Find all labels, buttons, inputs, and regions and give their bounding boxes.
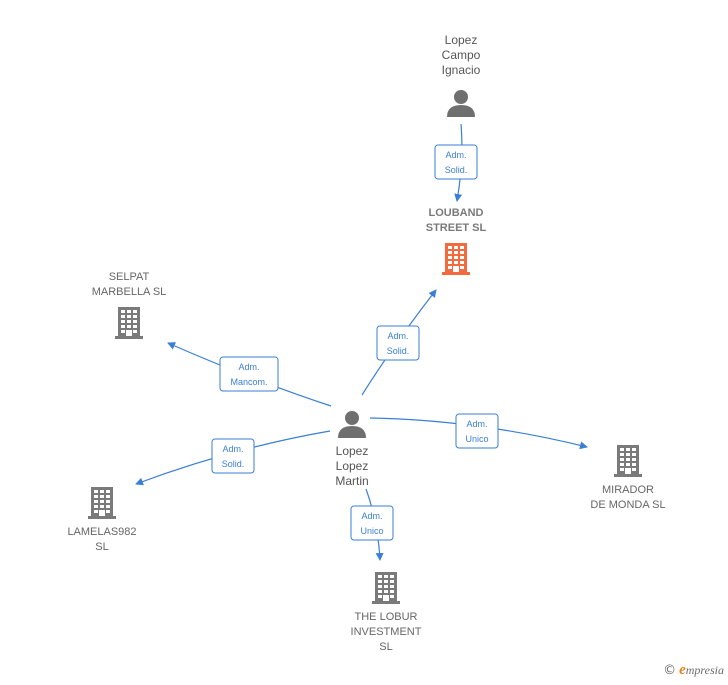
edge-label-line: Unico: [465, 434, 488, 444]
node-label-line: Lopez: [445, 33, 478, 47]
building-icon: [442, 243, 470, 275]
edge-label-line: Unico: [360, 526, 383, 536]
building-icon: [614, 445, 642, 477]
node-label-line: DE MONDA SL: [590, 499, 665, 511]
person-icon: [338, 411, 366, 438]
brand-initial: e: [679, 662, 686, 678]
edge-label[interactable]: Adm. Unico: [455, 413, 499, 449]
edge-lopez-campo-to-louband: Adm. Solid.: [434, 123, 478, 202]
edge-label[interactable]: Adm. Mancom.: [219, 356, 279, 392]
node-label-line: SL: [379, 641, 392, 653]
node-label-line: SELPAT: [109, 271, 150, 283]
edge-lopez-lopez-to-mirador: Adm. Unico: [369, 413, 588, 450]
edge-label[interactable]: Adm. Solid.: [434, 144, 478, 180]
edge-label-box: [350, 505, 394, 541]
edge-label-box: [455, 413, 499, 449]
edge-lopez-lopez-to-selpat: Adm. Mancom.: [167, 342, 332, 407]
edge-label-line: Adm.: [445, 150, 466, 160]
node-selpat[interactable]: SELPAT MARBELLA SL: [92, 271, 167, 339]
edge-lopez-lopez-to-louband: Adm. Solid.: [361, 289, 437, 396]
edge-label-box: [211, 438, 255, 474]
edge-lopez-lopez-to-lamelas: Adm. Solid.: [135, 430, 331, 486]
node-label-line: Lopez: [336, 459, 369, 473]
edge-label-box: [434, 144, 478, 180]
node-label-line: Lopez: [336, 444, 369, 458]
edge-label-line: Adm.: [222, 444, 243, 454]
edge-label-line: Adm.: [387, 331, 408, 341]
node-label-line: STREET SL: [426, 222, 487, 234]
edge-label-line: Adm.: [361, 511, 382, 521]
edges-layer: Adm. Solid. Adm. Solid. Adm. Mancom. Adm. Unico…: [135, 123, 588, 561]
node-label-line: MARBELLA SL: [92, 286, 167, 298]
edge-lopez-lopez-to-lobur: Adm. Unico: [350, 488, 394, 561]
person-icon: [447, 90, 475, 117]
edge-label-box: [219, 356, 279, 392]
edge-label-line: Solid.: [445, 165, 468, 175]
building-icon: [88, 487, 116, 519]
brand-name: mpresia: [685, 663, 724, 677]
building-icon: [115, 307, 143, 339]
node-label-line: INVESTMENT: [351, 626, 422, 638]
node-label-line: Campo: [442, 48, 481, 62]
node-label-line: MIRADOR: [602, 484, 654, 496]
edge-label-line: Adm.: [466, 419, 487, 429]
node-lobur[interactable]: THE LOBUR INVESTMENT SL: [351, 572, 422, 653]
node-label-line: LOUBAND: [429, 207, 484, 219]
node-label-line: Ignacio: [442, 63, 481, 77]
node-label-line: Martin: [335, 474, 368, 488]
node-louband[interactable]: LOUBAND STREET SL: [426, 207, 487, 275]
building-icon: [372, 572, 400, 604]
edge-label[interactable]: Adm. Solid.: [376, 325, 420, 361]
empresia-brand: © empresia: [663, 662, 724, 679]
node-label-line: THE LOBUR: [355, 611, 418, 623]
copyright-icon: ©: [663, 663, 677, 678]
node-label-line: LAMELAS982: [67, 526, 136, 538]
edge-label-line: Mancom.: [230, 377, 267, 387]
edge-label-line: Solid.: [222, 459, 245, 469]
edge-label-line: Solid.: [387, 346, 410, 356]
edge-label[interactable]: Adm. Unico: [350, 505, 394, 541]
node-label-line: SL: [95, 541, 108, 553]
edge-label-line: Adm.: [238, 362, 259, 372]
edge-label[interactable]: Adm. Solid.: [211, 438, 255, 474]
node-mirador[interactable]: MIRADOR DE MONDA SL: [590, 445, 666, 511]
edge-label-box: [376, 325, 420, 361]
